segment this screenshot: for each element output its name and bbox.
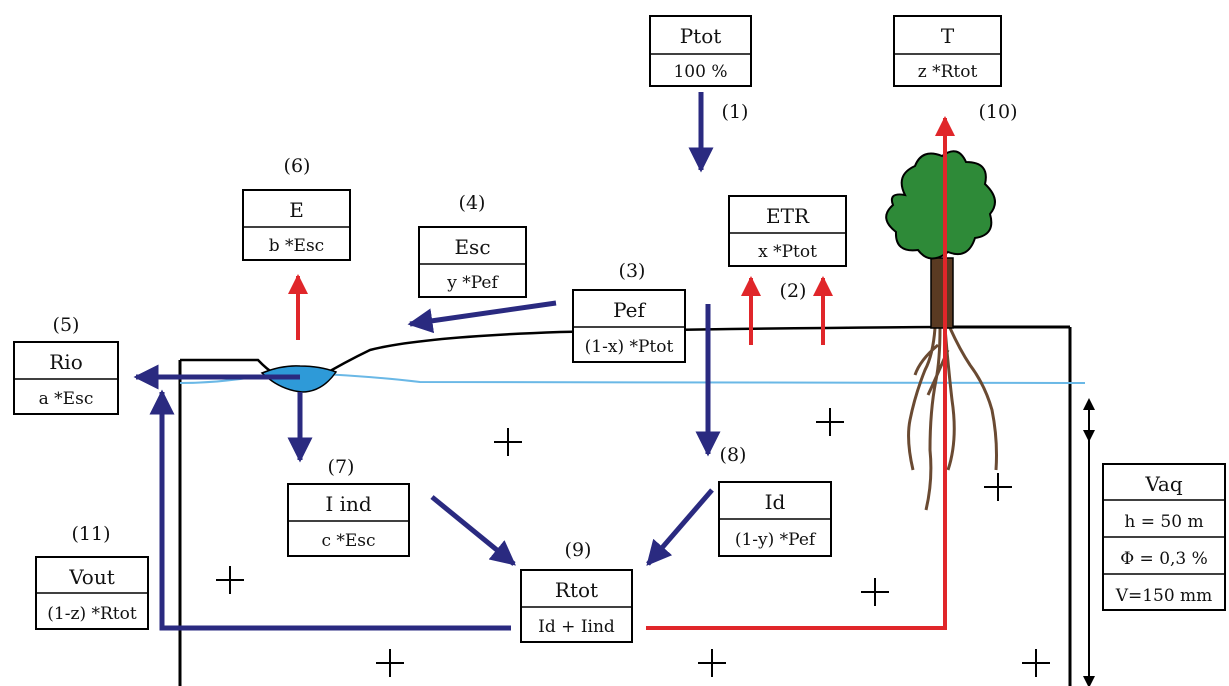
box-esc: Esc y *Pef (419, 227, 526, 297)
label-3: (3) (619, 260, 646, 282)
box-e-value: b *Esc (269, 236, 324, 256)
box-iind: I ind c *Esc (288, 484, 409, 556)
arrow-iind-to-rtot (432, 497, 514, 564)
plus-mark (1022, 649, 1050, 677)
box-ptot-value: 100 % (673, 62, 727, 82)
box-pef-value: (1-x) *Ptot (585, 337, 674, 357)
label-1: (1) (722, 101, 749, 123)
box-vaq-line-v: V=150 mm (1115, 586, 1213, 606)
label-10: (10) (978, 101, 1017, 123)
box-e-title: E (289, 198, 304, 222)
box-id-title: Id (765, 490, 786, 514)
plus-mark (216, 566, 244, 594)
box-rio-value: a *Esc (39, 389, 94, 409)
plus-mark (861, 578, 889, 606)
label-6: (6) (284, 155, 311, 177)
plus-mark (494, 428, 522, 456)
box-rtot: Rtot Id + Iind (521, 570, 632, 642)
label-4: (4) (459, 192, 486, 214)
box-t-value: z *Rtot (918, 62, 978, 82)
box-vout-value: (1-z) *Rtot (47, 604, 137, 624)
label-11: (11) (71, 523, 110, 545)
box-rtot-title: Rtot (555, 578, 598, 602)
box-ptot-title: Ptot (680, 24, 722, 48)
label-9: (9) (565, 539, 592, 561)
box-iind-title: I ind (325, 492, 372, 516)
tree-icon (886, 151, 996, 510)
box-t-title: T (941, 24, 955, 48)
label-5: (5) (53, 314, 80, 336)
tree-crown (886, 151, 995, 258)
box-rtot-value: Id + Iind (538, 617, 615, 637)
box-etr-title: ETR (766, 204, 810, 228)
tree-trunk (931, 258, 953, 328)
tree-roots (909, 328, 997, 510)
plus-mark (816, 408, 844, 436)
box-id: Id (1-y) *Pef (719, 482, 831, 556)
label-8: (8) (720, 444, 747, 466)
box-vaq-line-phi: Φ = 0,3 % (1120, 549, 1208, 569)
plus-mark (984, 473, 1012, 501)
box-e: E b *Esc (243, 190, 350, 260)
arrow-pef-to-esc (410, 303, 556, 324)
box-rio-title: Rio (49, 350, 83, 374)
box-ptot: Ptot 100 % (650, 16, 751, 86)
box-rio: Rio a *Esc (14, 342, 118, 414)
plus-mark (698, 649, 726, 677)
box-vaq: Vaq h = 50 m Φ = 0,3 % V=150 mm (1103, 464, 1225, 610)
box-vaq-title: Vaq (1144, 472, 1183, 496)
arrow-id-to-rtot (648, 490, 712, 564)
box-esc-title: Esc (454, 235, 490, 259)
step-labels: (1) (2) (3) (4) (5) (6) (7) (8) (9) (10)… (53, 101, 1018, 561)
box-t: T z *Rtot (894, 16, 1001, 86)
label-2: (2) (780, 280, 807, 302)
box-vout: Vout (1-z) *Rtot (36, 557, 148, 629)
box-iind-value: c *Esc (321, 531, 375, 551)
label-7: (7) (328, 456, 355, 478)
box-etr: ETR x *Ptot (729, 196, 846, 266)
box-esc-value: y *Pef (446, 273, 499, 293)
box-vaq-line-h: h = 50 m (1124, 512, 1203, 532)
box-vout-title: Vout (68, 565, 115, 589)
box-pef-title: Pef (613, 298, 646, 322)
box-id-value: (1-y) *Pef (735, 530, 817, 550)
box-etr-value: x *Ptot (758, 242, 817, 262)
plus-mark (376, 649, 404, 677)
box-pef: Pef (1-x) *Ptot (573, 290, 685, 362)
